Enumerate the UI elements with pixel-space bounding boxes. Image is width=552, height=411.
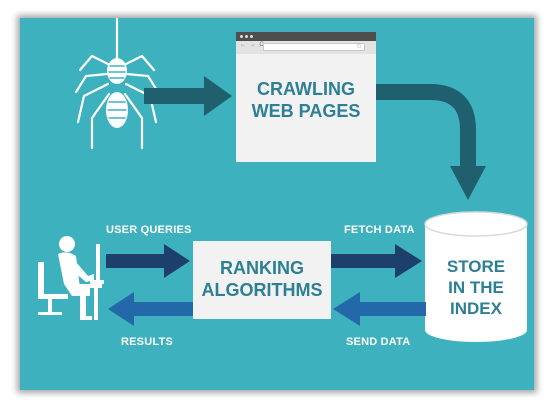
arrow-fetch-data <box>331 244 422 278</box>
store-line-2: IN THE <box>448 278 504 297</box>
person-at-computer-icon <box>38 236 104 320</box>
fetch-data-label: FETCH DATA <box>344 224 415 236</box>
ranking-algorithms-box: RANKING ALGORITHMS <box>193 241 331 319</box>
browser-titlebar <box>236 32 376 41</box>
ranking-line-2: ALGORITHMS <box>201 280 323 300</box>
arrow-to-crawling <box>144 76 232 116</box>
window-dot-icon <box>240 35 243 38</box>
arrow-user-queries <box>106 244 190 278</box>
database-cylinder-icon <box>424 211 528 342</box>
crawling-browser-window: ← → C ☆ CRAWLING WEB PAGES <box>236 32 376 162</box>
arrow-to-store <box>376 84 476 170</box>
window-dot-icon <box>250 35 253 38</box>
ranking-line-1: RANKING <box>220 258 304 278</box>
send-data-label: SEND DATA <box>346 336 411 348</box>
crawling-label: CRAWLING WEB PAGES <box>236 78 376 122</box>
user-queries-label: USER QUERIES <box>106 224 192 236</box>
browser-nav-icons: ← → C <box>240 42 265 48</box>
crawling-line-2: WEB PAGES <box>251 101 361 121</box>
ranking-label: RANKING ALGORITHMS <box>193 257 331 301</box>
arrow-to-store-head <box>450 166 486 200</box>
arrow-send-data <box>333 292 426 326</box>
results-label: RESULTS <box>121 336 173 348</box>
window-dot-icon <box>245 35 248 38</box>
bookmark-star-icon: ☆ <box>356 43 363 50</box>
crawling-line-1: CRAWLING <box>257 79 355 99</box>
address-bar <box>263 43 365 51</box>
store-index-label: STORE IN THE INDEX <box>425 256 527 319</box>
diagram-canvas: ← → C ☆ CRAWLING WEB PAGES RANKING ALGOR… <box>20 18 534 390</box>
diagram-graphics <box>38 18 528 342</box>
store-line-1: STORE <box>446 257 506 276</box>
store-line-3: INDEX <box>450 299 502 318</box>
spider-icon <box>74 18 160 150</box>
arrow-results <box>108 292 194 326</box>
